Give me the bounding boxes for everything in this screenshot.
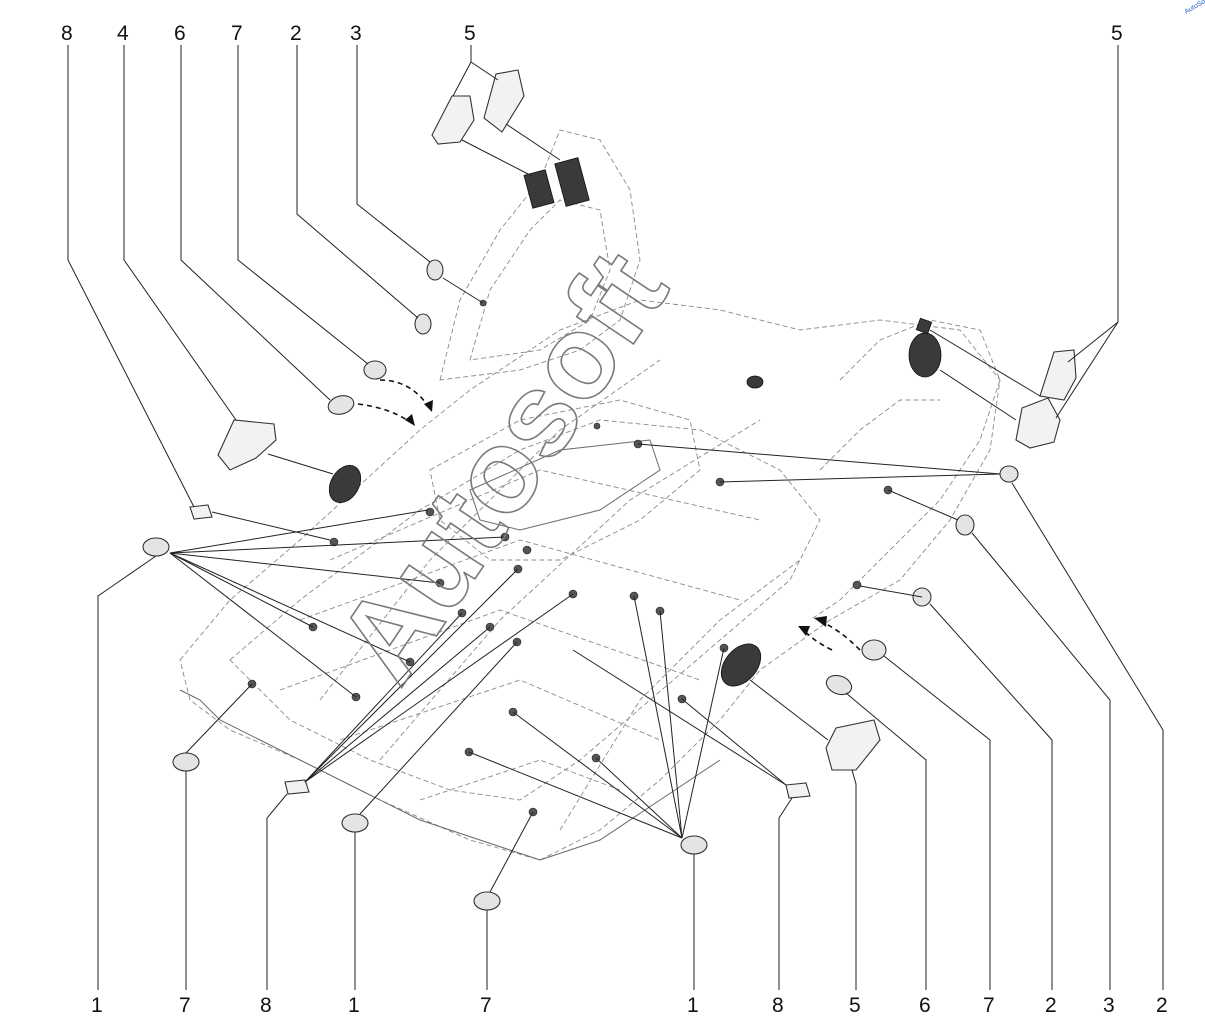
watermark: Autosoft	[312, 229, 693, 705]
callout-bottom-8b: 8	[772, 994, 784, 1017]
callouts-bottom: 1 7 8 1 7 1 8 5 6 7 2 3 2	[91, 994, 1168, 1017]
callout-bottom-3: 3	[1103, 994, 1115, 1017]
callout-bottom-7a: 7	[179, 994, 191, 1017]
callout-bottom-8a: 8	[260, 994, 272, 1017]
callout-top-5-left: 5	[464, 22, 476, 45]
callout-bottom-1c: 1	[687, 994, 699, 1017]
corner-mark: AutoSoft	[1184, 0, 1205, 16]
callout-top-6: 6	[174, 22, 186, 45]
callouts-top: 8 4 6 7 2 3 5 5	[61, 22, 1123, 45]
install-arrows	[357, 379, 861, 651]
callout-bottom-6: 6	[919, 994, 931, 1017]
callout-bottom-2b: 2	[1156, 994, 1168, 1017]
callout-bottom-1b: 1	[348, 994, 360, 1017]
callout-bottom-1a: 1	[91, 994, 103, 1017]
callout-top-3: 3	[350, 22, 362, 45]
callout-top-8: 8	[61, 22, 73, 45]
callout-bottom-7c: 7	[983, 994, 995, 1017]
callout-top-4: 4	[117, 22, 129, 45]
exploded-parts	[142, 69, 1077, 911]
callout-top-5-right: 5	[1111, 22, 1123, 45]
leader-lines	[67, 45, 1164, 990]
callout-top-7: 7	[231, 22, 243, 45]
callout-bottom-2a: 2	[1045, 994, 1057, 1017]
insulation-pads-installed	[328, 157, 942, 687]
callout-bottom-5: 5	[849, 994, 861, 1017]
callout-top-2: 2	[290, 22, 302, 45]
callout-bottom-7b: 7	[480, 994, 492, 1017]
vehicle-floor-body	[179, 129, 1001, 861]
